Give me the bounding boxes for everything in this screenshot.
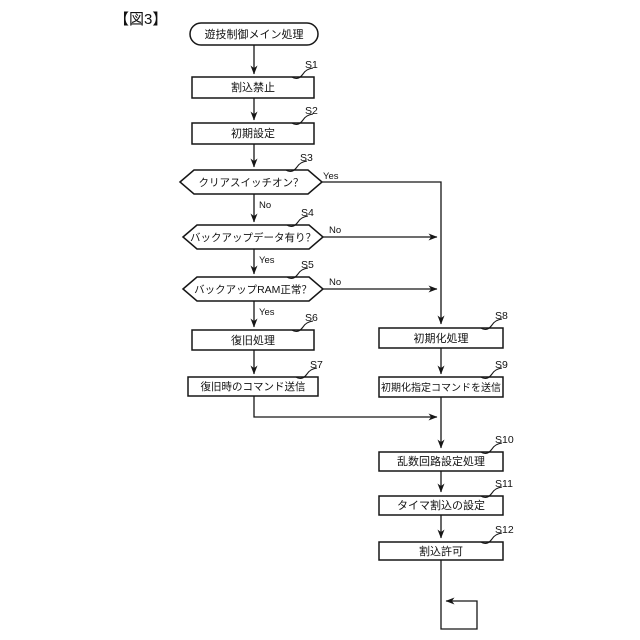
process-s1-shape bbox=[191, 76, 315, 99]
leader-s12 bbox=[480, 532, 503, 545]
process-s6-shape bbox=[191, 329, 315, 351]
leader-s1 bbox=[291, 67, 314, 80]
branch-label-s4-yes: Yes bbox=[259, 255, 275, 266]
figure-title: 【図3】 bbox=[114, 11, 167, 28]
process-s7-shape bbox=[187, 376, 319, 397]
step-label-s9: S9 bbox=[495, 359, 508, 371]
leader-s3 bbox=[285, 160, 308, 173]
process-s11-label: タイマ割込の設定 bbox=[397, 498, 485, 512]
loop-path bbox=[440, 560, 478, 630]
step-callouts: S1 S2 S3 S4 S5 S6 S7 S8 S9 S10 S11 S12 bbox=[285, 59, 514, 545]
process-s6: 復旧処理 bbox=[191, 329, 315, 351]
process-s12-shape bbox=[378, 541, 504, 561]
process-s10-shape bbox=[378, 451, 504, 472]
process-s8-shape bbox=[378, 327, 504, 349]
process-s12: 割込許可 bbox=[378, 541, 504, 561]
decision-s5-label: バックアップRAM正常？ bbox=[194, 283, 312, 296]
leader-s6 bbox=[291, 320, 314, 333]
process-s2: 初期設定 bbox=[191, 122, 315, 145]
step-label-s7: S7 bbox=[310, 359, 323, 371]
process-s12-label: 割込許可 bbox=[419, 544, 463, 558]
process-s7-label: 復旧時のコマンド送信 bbox=[201, 380, 306, 393]
terminal-start-shape bbox=[189, 22, 319, 46]
branch-label-s5-yes: Yes bbox=[259, 307, 275, 318]
leader-s9 bbox=[480, 367, 503, 380]
step-label-s8: S8 bbox=[495, 310, 508, 322]
process-s10-label: 乱数回路設定処理 bbox=[397, 454, 485, 468]
branch-label-s5-no: No bbox=[329, 277, 341, 288]
decision-s4-shape bbox=[181, 224, 325, 250]
decision-s4: バックアップデータ有り？ bbox=[181, 224, 325, 250]
decision-s5: バックアップRAM正常？ bbox=[181, 276, 325, 302]
leader-s11 bbox=[480, 486, 503, 499]
process-s9: 初期化指定コマンドを送信 bbox=[378, 376, 504, 398]
branch-label-s3-yes: Yes bbox=[323, 171, 339, 182]
process-s9-shape bbox=[378, 376, 504, 398]
branch-label-s4-no: No bbox=[329, 225, 341, 236]
step-label-s1: S1 bbox=[305, 59, 318, 71]
decision-s3-shape bbox=[178, 169, 324, 195]
leader-s4 bbox=[286, 215, 309, 228]
process-s1: 割込禁止 bbox=[191, 76, 315, 99]
step-label-s5: S5 bbox=[301, 259, 314, 271]
leader-s5 bbox=[286, 267, 309, 280]
process-s8-label: 初期化処理 bbox=[414, 331, 469, 345]
step-label-s6: S6 bbox=[305, 312, 318, 324]
terminal-start-label: 遊技制御メイン処理 bbox=[205, 27, 304, 41]
process-s2-label: 初期設定 bbox=[231, 126, 275, 140]
process-s11: タイマ割込の設定 bbox=[378, 495, 504, 516]
step-label-s10: S10 bbox=[495, 434, 514, 446]
step-label-s2: S2 bbox=[305, 105, 318, 117]
decision-s3-label: クリアスイッチオン？ bbox=[199, 177, 304, 189]
process-s6-label: 復旧処理 bbox=[231, 334, 275, 347]
step-label-s11: S11 bbox=[495, 478, 513, 490]
process-s8: 初期化処理 bbox=[378, 327, 504, 349]
flow-lines bbox=[250, 45, 478, 630]
leader-s8 bbox=[480, 318, 503, 331]
decision-s5-shape bbox=[181, 276, 325, 302]
process-s1-label: 割込禁止 bbox=[231, 80, 275, 94]
process-s2-shape bbox=[191, 122, 315, 145]
process-s7: 復旧時のコマンド送信 bbox=[187, 376, 319, 397]
step-label-s12: S12 bbox=[495, 524, 514, 536]
flow-arrow-s3yes-s8 bbox=[322, 181, 445, 325]
branch-label-s3-no: No bbox=[259, 200, 271, 211]
step-label-s4: S4 bbox=[301, 207, 314, 219]
leader-s10 bbox=[480, 442, 503, 455]
process-s11-shape bbox=[378, 495, 504, 516]
process-s10: 乱数回路設定処理 bbox=[378, 451, 504, 472]
leader-s2 bbox=[291, 113, 314, 126]
terminal-start: 遊技制御メイン処理 bbox=[189, 22, 319, 46]
flow-arrow-s7-junction bbox=[253, 396, 438, 421]
process-s9-label: 初期化指定コマンドを送信 bbox=[381, 381, 501, 394]
decision-s3: クリアスイッチオン？ bbox=[178, 169, 324, 195]
decision-s4-label: バックアップデータ有り？ bbox=[190, 231, 316, 244]
branch-labels: Yes No No Yes No Yes bbox=[259, 171, 341, 318]
step-label-s3: S3 bbox=[300, 152, 313, 164]
leader-s7 bbox=[295, 367, 318, 380]
